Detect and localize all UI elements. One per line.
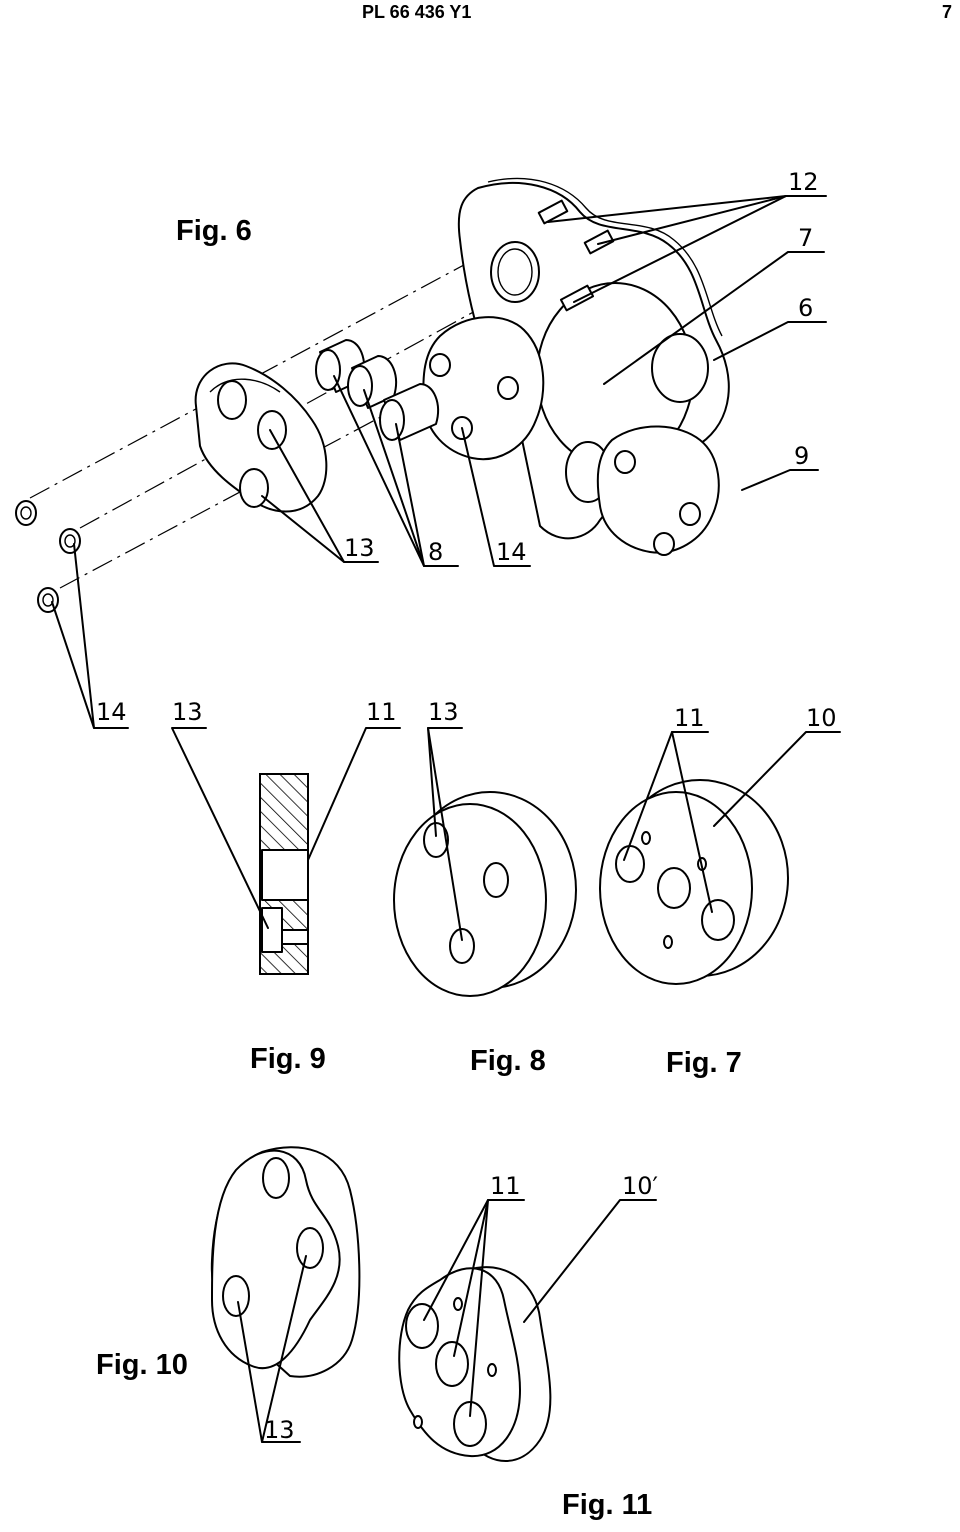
disc-hole-large-2 — [657, 867, 691, 909]
fig8-leader-b — [427, 727, 463, 941]
fig7-ref-10: 10 — [806, 704, 837, 732]
plate-13 — [194, 362, 328, 513]
plate-hole-3 — [222, 1275, 250, 1317]
disc-hole-large-3 — [453, 1401, 487, 1447]
nuts-14 — [15, 500, 81, 613]
disc-hole-large-1 — [405, 1303, 439, 1349]
fig9-leader-13 — [171, 727, 269, 929]
fig6-ref-12: 12 — [788, 168, 819, 196]
plate-hole-2 — [296, 1227, 324, 1269]
fig7-ref-11: 11 — [674, 704, 705, 732]
fig6-ref-9: 9 — [794, 442, 809, 470]
fig6-ref-13: 13 — [344, 534, 375, 562]
fig9-ref-13: 13 — [172, 698, 203, 726]
disc-hole-large-2 — [435, 1341, 469, 1387]
bushings-8 — [315, 339, 439, 441]
fig7-leader-c — [713, 731, 841, 827]
disc-hole-3 — [449, 928, 475, 964]
fig6-ref-14-nuts: 14 — [96, 698, 127, 726]
fig11-caption: Fig. 11 — [562, 1489, 652, 1521]
plate-hole-1 — [262, 1157, 290, 1199]
fig10-ref-13: 13 — [264, 1416, 295, 1444]
fig10-caption: Fig. 10 — [96, 1349, 188, 1381]
page-number: 7 — [941, 2, 952, 22]
fig6-ref-8: 8 — [428, 538, 443, 566]
disc-hole-small-1 — [641, 831, 651, 845]
fig11-leader-d — [523, 1199, 657, 1323]
figure-9: 13 11 Fig. 9 — [171, 698, 401, 1075]
section-pocket — [261, 907, 283, 953]
document-number: PL 66 436 Y1 — [362, 2, 472, 22]
fig6-caption: Fig. 6 — [176, 215, 252, 247]
fig9-caption: Fig. 9 — [250, 1043, 326, 1075]
disc-hole-large-1 — [615, 845, 645, 883]
fig11-ref-11: 11 — [490, 1172, 521, 1200]
cam-plate-14 — [422, 316, 545, 461]
disc-hole-2 — [483, 862, 509, 898]
fig6-ref-14: 14 — [496, 538, 527, 566]
fig11-leader-b — [453, 1199, 489, 1357]
fig11-leader-c — [469, 1199, 489, 1417]
figure-6: Fig. 6 — [15, 168, 827, 729]
disc-hole-small-2 — [487, 1363, 497, 1377]
cam-plate-9 — [596, 425, 720, 556]
disc-hole-large-3 — [701, 899, 735, 941]
disc-hole-small-3 — [663, 935, 673, 949]
figure-11: 11 10′ Fig. 11 — [398, 1172, 658, 1521]
section-recess — [261, 849, 309, 901]
figure-10: 13 Fig. 10 — [96, 1146, 361, 1444]
fig8-ref-13: 13 — [428, 698, 459, 726]
fig11-ref-10-prime: 10′ — [622, 1172, 658, 1200]
figure-7: 11 10 Fig. 7 — [599, 704, 841, 1079]
fig7-leader-b — [671, 731, 713, 913]
disc-hole-small-3 — [413, 1415, 423, 1429]
fig6-ref-6: 6 — [798, 294, 813, 322]
disc-face — [393, 803, 547, 997]
fig7-caption: Fig. 7 — [666, 1047, 742, 1079]
fig6-ref-7: 7 — [798, 224, 813, 252]
fig6-leaders — [51, 195, 827, 729]
fig9-leader-11 — [307, 727, 401, 861]
fig8-caption: Fig. 8 — [470, 1045, 546, 1077]
figure-8: 13 Fig. 8 — [393, 698, 577, 1077]
fig10-leader-b — [261, 1255, 307, 1443]
fig9-ref-11: 11 — [366, 698, 397, 726]
section-channel — [281, 929, 309, 945]
lobed-plate-face — [211, 1149, 341, 1369]
disc-hole-small-1 — [453, 1297, 463, 1311]
